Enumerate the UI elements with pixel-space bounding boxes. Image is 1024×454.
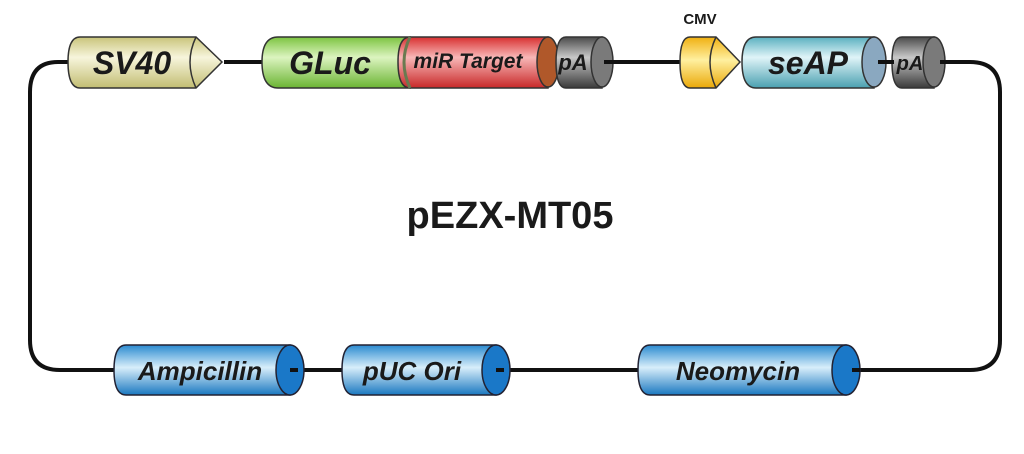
puc-ori-label: pUC Ori [362, 356, 462, 386]
seap-label: seAP [768, 45, 849, 81]
ampicillin-label: Ampicillin [137, 356, 262, 386]
feature-ampicillin[interactable]: Ampicillin [113, 344, 305, 396]
feature-pa-2[interactable]: pA [891, 36, 946, 89]
feature-sv40[interactable]: SV40 [67, 36, 224, 89]
neomycin-label: Neomycin [676, 356, 800, 386]
feature-pa-1[interactable]: pA [555, 36, 614, 89]
feature-gluc[interactable]: GLuc [261, 36, 411, 89]
feature-neomycin[interactable]: Neomycin [637, 344, 861, 396]
plasmid-title: pEZX-MT05 [407, 195, 614, 237]
feature-cmv[interactable]: CMV [679, 11, 742, 89]
cmv-label: CMV [683, 11, 716, 28]
mir-target-label: miR Target [414, 50, 524, 73]
feature-seap[interactable]: seAP [741, 36, 887, 89]
feature-mir-target[interactable]: miR Target [397, 36, 560, 89]
pa-2-label: pA [896, 53, 924, 75]
feature-puc-ori[interactable]: pUC Ori [341, 344, 511, 396]
cap-connectors [290, 60, 948, 372]
gluc-label: GLuc [289, 45, 371, 81]
pa-1-label: pA [557, 50, 587, 75]
sv40-label: SV40 [93, 45, 171, 81]
